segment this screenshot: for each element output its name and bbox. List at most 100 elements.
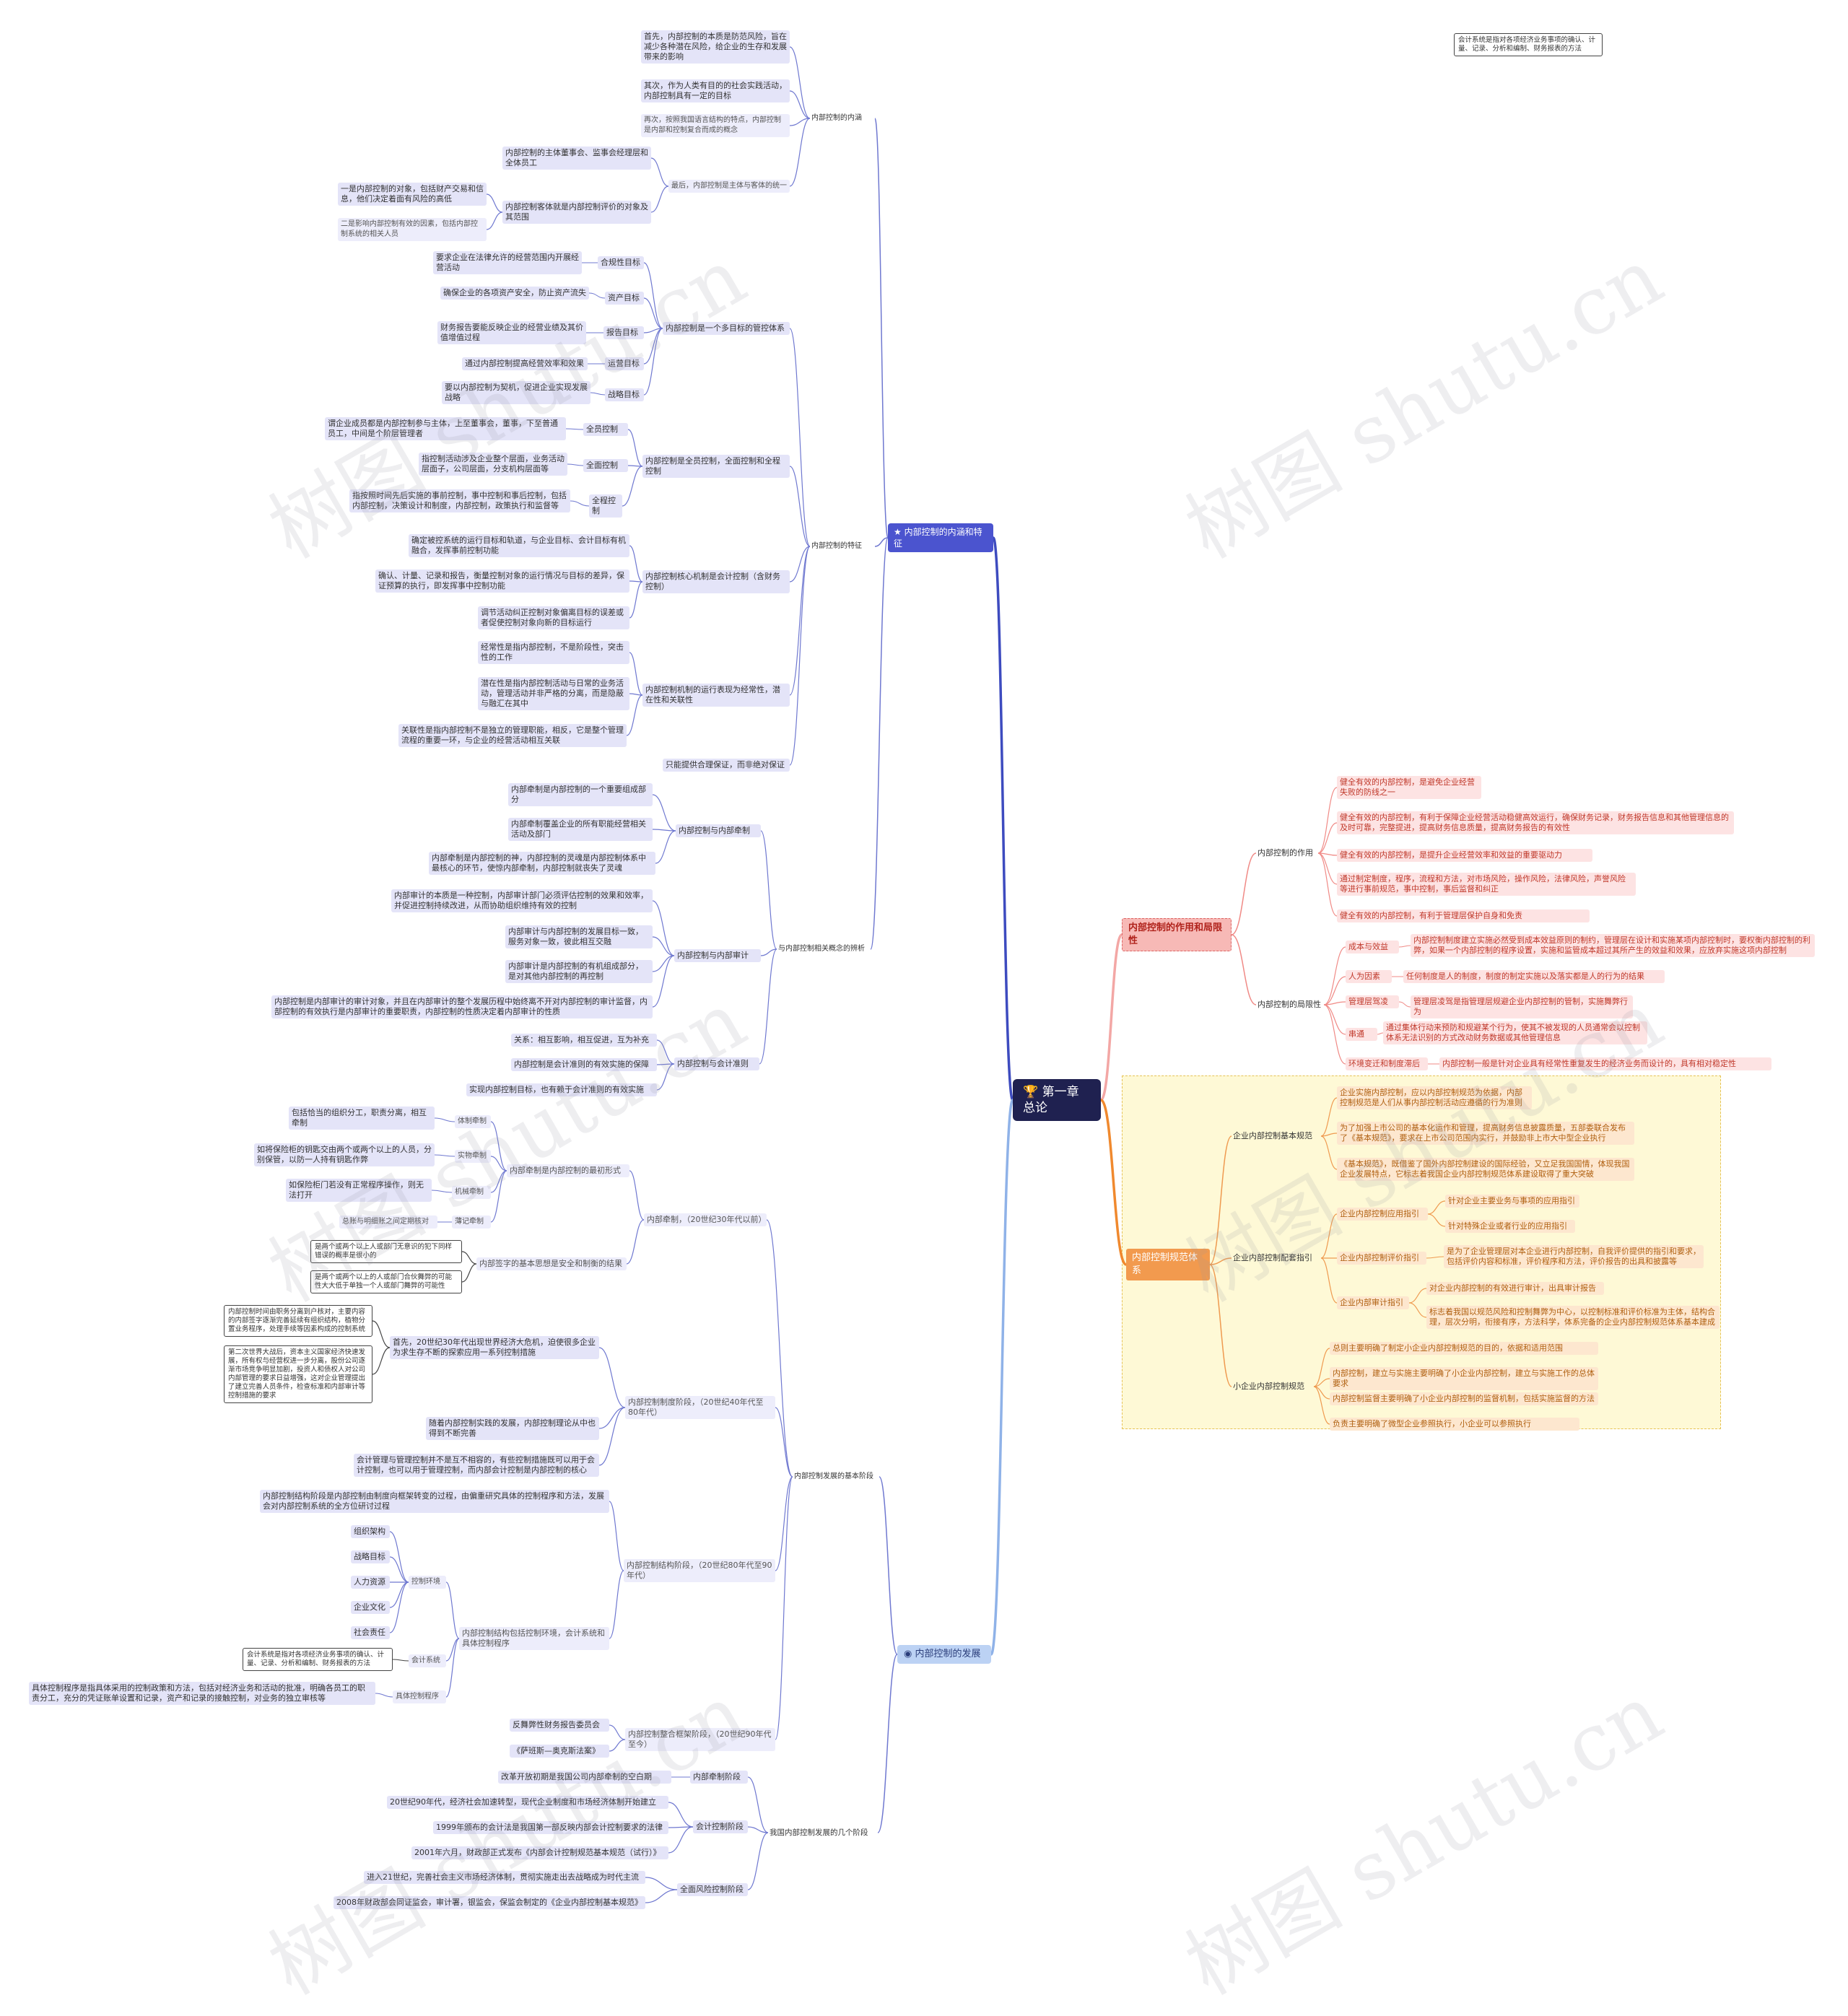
- s3-p3b3-text: 具体控制程序是指具体采用的控制政策和方法，包括对经济业务和活动的批准，明确各员工…: [29, 1682, 375, 1705]
- s1-a3: 再次，按照我国语言结构的特点，内部控制是内部和控制复合而成的概念: [641, 114, 790, 137]
- s5-b3b: 标志着我国以规范风险和控制舞弊为中心，以控制标准和评价标准为主体，结构合理，层次…: [1426, 1306, 1720, 1329]
- s3-p3b1d: 企业文化: [351, 1601, 390, 1614]
- connector: [789, 46, 811, 119]
- s3-base[interactable]: 内部控制发展的基本阶段: [794, 1472, 873, 1480]
- connector: [652, 900, 675, 956]
- connector: [1427, 1213, 1446, 1227]
- connector: [567, 463, 584, 466]
- s5-b3: 企业内部审计指引: [1337, 1296, 1409, 1309]
- s1-c1e: 战略目标: [605, 388, 644, 401]
- connector: [643, 262, 663, 329]
- connector: [652, 955, 675, 1008]
- s3-ca-text: 改革开放初期是我国公司内部牵制的空白期: [498, 1771, 671, 1784]
- branch-connotation[interactable]: ★ 内部控制的内涵和特征: [888, 523, 993, 552]
- s1-c3: 内部控制核心机制是会计控制（含财务控制）: [642, 570, 790, 593]
- s1-a4b2: 二是影响内部控制有效的因素，包括内部控制系统的相关人员: [338, 218, 487, 241]
- s5-supporting[interactable]: 企业内部控制配套指引: [1233, 1253, 1312, 1262]
- connector: [643, 328, 663, 396]
- s3-p2a1: 内部控制时间由职务分离到户核对，主要内容的内部签字逐渐完善延续有组织结构，植物分…: [224, 1305, 372, 1337]
- connector: [1317, 787, 1338, 854]
- connector: [747, 1826, 769, 1833]
- connector: [990, 1099, 1014, 1656]
- s4-limit[interactable]: 内部控制的局限性: [1258, 1000, 1321, 1009]
- s5-c3: 内部控制监督主要明确了小企业内部控制的监督机制，包括实施监督的方法: [1330, 1392, 1598, 1405]
- connector: [789, 90, 811, 119]
- connector: [1323, 1001, 1346, 1005]
- s3-p1a4-text: 总账与明细账之间定期核对: [339, 1216, 437, 1229]
- s3-p3b1e: 社会责任: [351, 1626, 390, 1639]
- connector: [1313, 1386, 1330, 1425]
- s1-c4c: 关联性是指内部控制不是独立的管理职能，相反，它是整个管理流程的重要一环，与企业的…: [398, 724, 627, 747]
- s5-b1b: 针对特殊企业或者行业的应用指引: [1445, 1220, 1575, 1233]
- s4-b1: 成本与效益: [1346, 941, 1399, 954]
- s3-p2a2: 第二次世界大战后，资本主义国家经济快速发展，所有权与经营权进一步分离，股份公司逐…: [224, 1345, 372, 1403]
- s4-role[interactable]: 内部控制的作用: [1258, 848, 1313, 858]
- connector: [375, 1693, 393, 1698]
- connector-lines: [372, 46, 1446, 1903]
- connector: [570, 500, 590, 507]
- s4-b1-text: 内部控制制度建立实施必然受到成本效益原则的制约，管理层在设计和实施某项内部控制时…: [1411, 934, 1815, 957]
- s3-china[interactable]: 我国内部控制发展的几个阶段: [770, 1828, 868, 1837]
- connector: [627, 429, 643, 467]
- s2-a3: 内部牵制是内部控制的神，内部控制的灵魂是内部控制体系中最核心的环节，使惊内部牵制…: [429, 852, 655, 875]
- s2-c1: 关系：相互影响，相互促进，互为补充: [511, 1034, 657, 1047]
- connector: [1320, 1135, 1338, 1170]
- connector: [1209, 1264, 1232, 1387]
- connector: [490, 1170, 507, 1223]
- connector: [1320, 1133, 1338, 1137]
- connector: [490, 1156, 507, 1171]
- s3-p1a2: 实物牵制: [455, 1150, 491, 1163]
- connector: [434, 1117, 456, 1122]
- s5-c2: 内部控制，建立与实施主要明确了小企业内部控制，建立与实施工作的总体要求: [1330, 1367, 1598, 1390]
- connector: [389, 1531, 409, 1583]
- branch-standard-system[interactable]: 内部控制规范体系: [1126, 1249, 1210, 1280]
- branch-development[interactable]: ◉ 内部控制的发展: [897, 1645, 991, 1664]
- s1-c2b: 全面控制: [583, 459, 628, 472]
- connector: [1408, 1302, 1427, 1318]
- connector: [775, 1407, 793, 1478]
- s2-b1: 内部审计的本质是一种控制，内部审计部门必须评估控制的效果和效率，并促进控制持续改…: [391, 889, 653, 912]
- s3-cc1: 进入21世纪，完善社会主义市场经济体制，贯彻实施走出去战略成为时代主流: [364, 1871, 645, 1884]
- s2-a: 内部控制与内部牵制: [676, 824, 761, 837]
- s2-b3: 内部审计是内部控制的有机组成部分，是对其他内部控制的再控制: [505, 960, 653, 983]
- s1-c2c-text: 指按照时间先后实施的事前控制，事中控制和事后控制，包括内部控制，决策设计和制度，…: [349, 489, 570, 512]
- s4-a3: 健全有效的内部控制，是提升企业经营效率和效益的重要驱动力: [1337, 849, 1592, 862]
- s4-a2: 健全有效的内部控制，有利于保障企业经营活动稳健高效运行，确保财务记录，财务报告信…: [1337, 811, 1734, 834]
- connector: [874, 118, 889, 538]
- connector: [652, 829, 676, 832]
- connector: [486, 211, 503, 230]
- s1-features[interactable]: 内部控制的特征: [811, 542, 862, 550]
- s1-c2: 内部控制是全员控制，全面控制和全程控制: [642, 455, 790, 478]
- s5-a2: 为了加强上市公司的基本化运作和管理，提高财务信息披露质量，五部委联合发布了《基本…: [1337, 1122, 1634, 1145]
- connector: [789, 546, 811, 766]
- connector: [461, 1263, 477, 1283]
- s3-p3a: 内部控制结构阶段是内部控制由制度向框架转变的过程，由偏重研究具体的控制程序和方法…: [260, 1490, 609, 1513]
- s1-c1c: 报告目标: [603, 326, 644, 339]
- s4-a5: 健全有效的内部控制，有利于管理层保护自身和免责: [1337, 909, 1590, 922]
- connector: [389, 1581, 409, 1608]
- branch-role-limit[interactable]: 内部控制的作用和局限性: [1122, 918, 1232, 951]
- connector: [1323, 1004, 1346, 1035]
- s1-connotation[interactable]: 内部控制的内涵: [811, 114, 862, 122]
- s1-c2a-text: 谓企业成员都是内部控制参与主体，上至董事会，董事，下至普通员工，中间是个阶层管理…: [325, 417, 566, 440]
- s5-basic[interactable]: 企业内部控制基本规范: [1233, 1131, 1312, 1140]
- s3-p1b1: 是两个或两个以上人或部门无意识的犯下同样错误的概率是很小的: [310, 1240, 462, 1263]
- s3-p4b: 《萨班斯—奥克斯法案》: [510, 1745, 609, 1758]
- connector: [652, 936, 675, 956]
- connector: [1317, 852, 1338, 856]
- s4-b2: 人为因素: [1346, 970, 1392, 983]
- s2-c3: 实现内部控制目标，也有赖于会计准则的有效实施: [466, 1083, 657, 1096]
- s1-a4: 最后，内部控制是主体与客体的统一: [668, 180, 790, 193]
- s3-cb1: 20世纪90年代，经济社会加速转型，现代企业制度和市场经济体制开始建立: [387, 1796, 668, 1809]
- s1-a1: 首先，内部控制的本质是防范风险，旨在减少各种潜在风险，给企业的生存和发展带来的影…: [641, 30, 790, 64]
- s3-p3: 内部控制结构阶段，（20世纪80年代至90年代）: [624, 1559, 775, 1582]
- connector: [1209, 1135, 1232, 1265]
- connector: [775, 1476, 793, 1571]
- connector: [609, 1724, 626, 1740]
- s5-small[interactable]: 小企业内部控制规范: [1233, 1382, 1304, 1391]
- s3-p1a3-text: 如保险柜门若没有正常程序操作，则无法打开: [286, 1179, 432, 1202]
- root-node[interactable]: 🏆 第一章总论: [1013, 1079, 1101, 1121]
- s2-concepts[interactable]: 与内部控制相关概念的辨析: [778, 945, 865, 953]
- connector: [650, 186, 669, 213]
- connector: [372, 1320, 391, 1348]
